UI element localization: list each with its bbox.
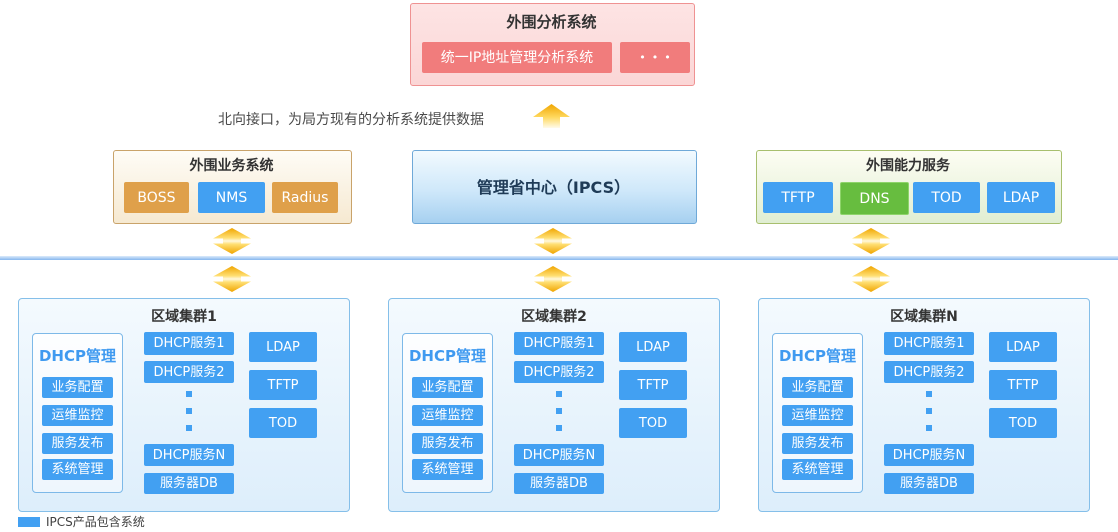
- system-manage-box: 系统管理: [42, 459, 113, 480]
- service-publish-box: 服务发布: [412, 433, 483, 454]
- dhcp-service-1-box: DHCP服务1: [144, 332, 234, 355]
- dhcp-service-2-box: DHCP服务2: [144, 361, 234, 383]
- dhcp-service-2-box: DHCP服务2: [884, 361, 974, 383]
- cluster-title: 区域集群N: [890, 309, 958, 325]
- peripheral-capability-title: 外围能力服务: [866, 158, 950, 174]
- dhcp-management-panel: DHCP管理 业务配置 运维监控 服务发布 系统管理: [32, 333, 123, 493]
- dhcp-management-title: DHCP管理: [408, 346, 486, 365]
- tftp-box: TFTP: [619, 370, 687, 400]
- server-db-box: 服务器DB: [884, 473, 974, 494]
- boss-box: BOSS: [124, 182, 189, 213]
- tftp-box: TFTP: [989, 370, 1057, 400]
- dhcp-management-panel: DHCP管理 业务配置 运维监控 服务发布 系统管理: [402, 333, 493, 493]
- dhcp-management-title: DHCP管理: [38, 346, 116, 365]
- tftp-box: TFTP: [249, 370, 317, 400]
- server-db-box: 服务器DB: [144, 473, 234, 494]
- service-config-box: 业务配置: [412, 377, 483, 398]
- sync-arrow-icon: [213, 228, 251, 254]
- radius-box: Radius: [272, 182, 338, 213]
- peripheral-business-title: 外围业务系统: [189, 158, 274, 174]
- ops-monitor-box: 运维监控: [782, 405, 853, 426]
- dhcp-management-title: DHCP管理: [778, 346, 856, 365]
- dhcp-service-2-box: DHCP服务2: [514, 361, 604, 383]
- peripheral-analysis-title: 外围分析系统: [506, 12, 597, 31]
- dhcp-service-n-box: DHCP服务N: [144, 444, 234, 466]
- legend-label: IPCS产品包含系统: [46, 515, 145, 529]
- ldap-box: LDAP: [987, 182, 1055, 213]
- dhcp-service-1-box: DHCP服务1: [884, 332, 974, 355]
- sync-arrow-icon: [852, 266, 890, 292]
- service-config-box: 业务配置: [782, 377, 853, 398]
- vertical-ellipsis-icon: [556, 391, 562, 431]
- ops-monitor-box: 运维监控: [412, 405, 483, 426]
- cluster-region-1: 区域集群1 DHCP管理 业务配置 运维监控 服务发布 系统管理 DHCP服务1…: [18, 298, 350, 512]
- dhcp-management-panel: DHCP管理 业务配置 运维监控 服务发布 系统管理: [772, 333, 863, 493]
- cluster-title: 区域集群1: [151, 309, 217, 325]
- sync-arrow-icon: [534, 266, 572, 292]
- cluster-title: 区域集群2: [521, 309, 587, 325]
- sync-arrow-icon: [534, 228, 572, 254]
- dhcp-service-n-box: DHCP服务N: [884, 444, 974, 466]
- tftp-box: TFTP: [763, 182, 833, 213]
- more-systems-ellipsis-box: •••: [620, 42, 690, 73]
- ldap-box: LDAP: [619, 332, 687, 362]
- northbound-interface-note: 北向接口，为局方现有的分析系统提供数据: [218, 112, 484, 128]
- backbone-divider-line: [0, 256, 1118, 260]
- tod-box: TOD: [989, 408, 1057, 438]
- unified-ip-analysis-system-box: 统一IP地址管理分析系统: [422, 42, 612, 73]
- service-publish-box: 服务发布: [782, 433, 853, 454]
- tod-box: TOD: [249, 408, 317, 438]
- system-manage-box: 系统管理: [412, 459, 483, 480]
- cluster-region-2: 区域集群2 DHCP管理 业务配置 运维监控 服务发布 系统管理 DHCP服务1…: [388, 298, 720, 512]
- provincial-center-title: 管理省中心（IPCS）: [476, 178, 631, 197]
- ldap-box: LDAP: [989, 332, 1057, 362]
- vertical-ellipsis-icon: [186, 391, 192, 431]
- service-config-box: 业务配置: [42, 377, 113, 398]
- nms-box: NMS: [198, 182, 265, 213]
- legend-swatch: [18, 517, 40, 527]
- sync-arrow-icon: [213, 266, 251, 292]
- cluster-region-n: 区域集群N DHCP管理 业务配置 运维监控 服务发布 系统管理 DHCP服务1…: [758, 298, 1090, 512]
- server-db-box: 服务器DB: [514, 473, 604, 494]
- dhcp-service-n-box: DHCP服务N: [514, 444, 604, 466]
- dns-box: DNS: [840, 182, 909, 215]
- ldap-box: LDAP: [249, 332, 317, 362]
- tod-box: TOD: [619, 408, 687, 438]
- system-manage-box: 系统管理: [782, 459, 853, 480]
- service-publish-box: 服务发布: [42, 433, 113, 454]
- dhcp-service-1-box: DHCP服务1: [514, 332, 604, 355]
- sync-arrow-icon: [852, 228, 890, 254]
- ops-monitor-box: 运维监控: [42, 405, 113, 426]
- up-arrow-icon: [533, 104, 570, 128]
- vertical-ellipsis-icon: [926, 391, 932, 431]
- provincial-center-panel: [412, 150, 697, 224]
- tod-box: TOD: [913, 182, 980, 213]
